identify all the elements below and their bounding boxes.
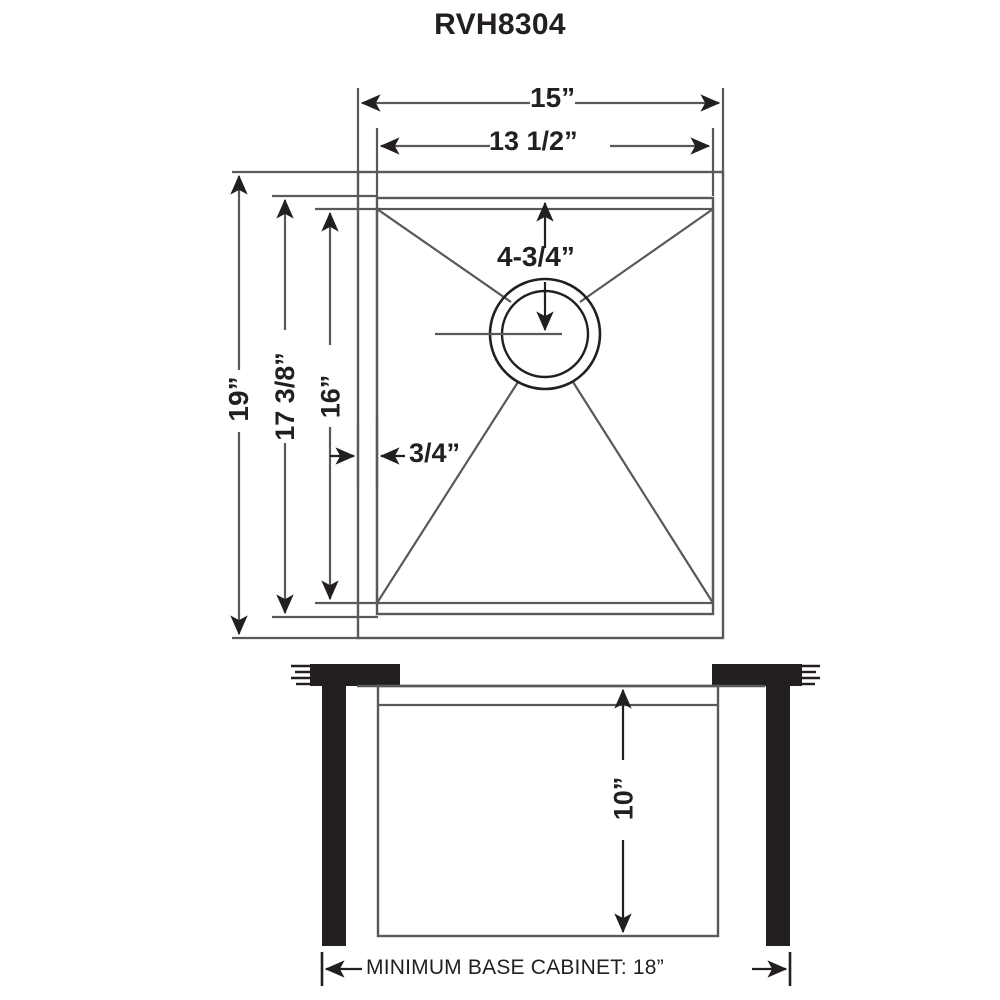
basin-slope-bottom-left — [376, 381, 519, 604]
basin-slope-top-right — [579, 208, 714, 303]
basin-slope-bottom-right — [572, 381, 714, 604]
front-view-group — [291, 664, 820, 986]
page-title: RVH8304 — [434, 8, 566, 41]
countertop-right-break-hatch — [800, 664, 820, 686]
sink-outer-rim — [356, 170, 725, 640]
dim-label-rim-width: 3/4” — [409, 438, 461, 468]
top-view-group — [230, 88, 725, 640]
dim-label-base-cabinet: MINIMUM BASE CABINET: 18” — [366, 956, 664, 979]
countertop-left — [310, 664, 400, 686]
sink-front-body — [376, 684, 720, 938]
dim-label-width-outer: 15” — [530, 82, 576, 113]
dim-label-height-inner: 16” — [315, 374, 346, 419]
dim-label-width-inner: 13 1/2” — [489, 126, 578, 156]
cabinet-wall-left — [322, 686, 346, 946]
dim-label-height-mid: 17 3/8” — [270, 352, 300, 441]
countertop-right — [712, 664, 802, 686]
dim-label-drain-offset: 4-3/4” — [497, 241, 575, 272]
dim-label-height-outer: 19” — [223, 376, 254, 422]
dim-label-bowl-depth: 10” — [608, 776, 639, 821]
cabinet-wall-right — [766, 686, 790, 946]
basin-slope-top-left — [376, 208, 512, 303]
countertop-left-break-hatch — [291, 664, 312, 686]
